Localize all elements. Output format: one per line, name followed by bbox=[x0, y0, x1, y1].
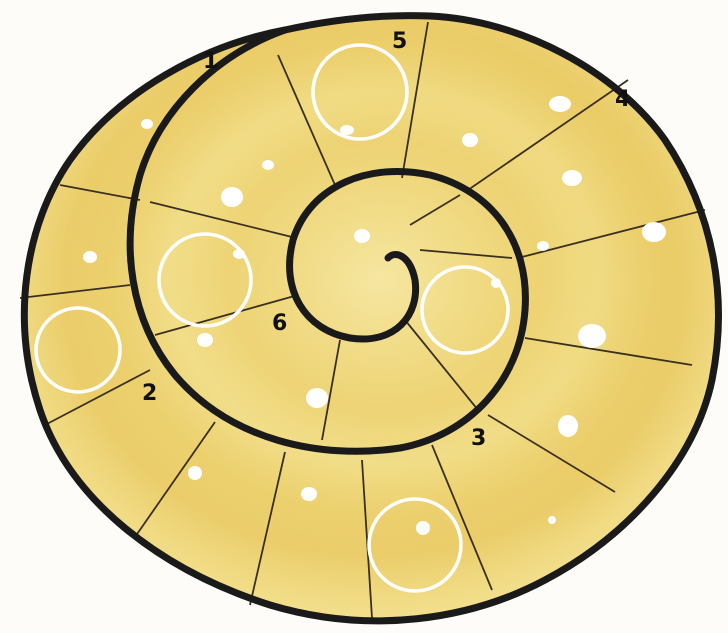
label-1: 1 bbox=[203, 49, 218, 74]
label-4: 4 bbox=[615, 87, 630, 112]
label-2: 2 bbox=[142, 381, 157, 406]
label-6: 6 bbox=[272, 311, 287, 336]
label-5: 5 bbox=[392, 29, 407, 54]
label-3: 3 bbox=[471, 426, 486, 451]
